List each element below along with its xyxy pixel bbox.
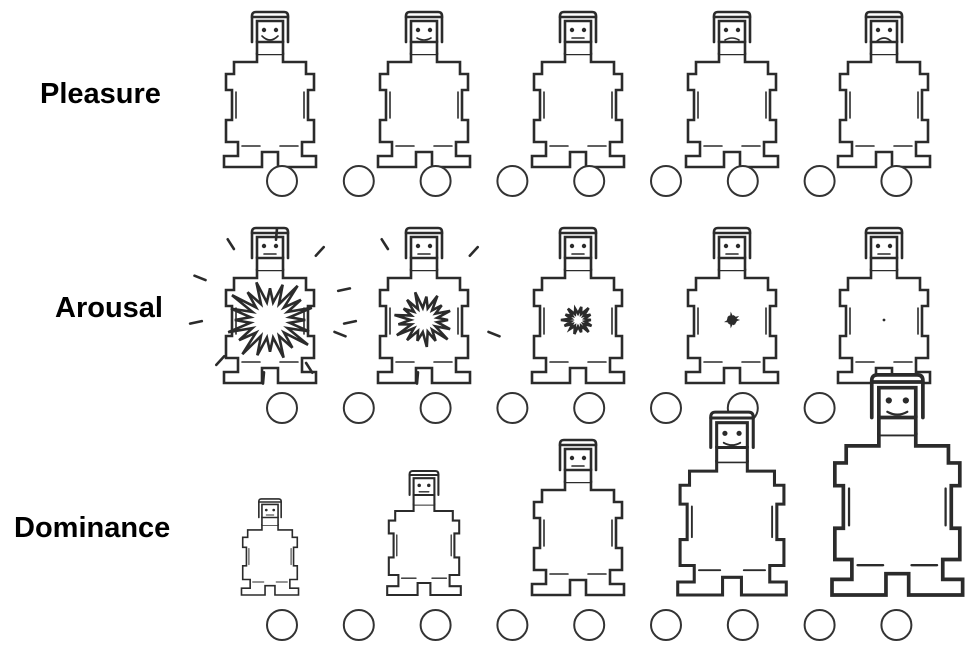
arousal-rating-option-5[interactable] [574, 393, 604, 423]
arousal-rating-option-1[interactable] [267, 393, 297, 423]
arousal-rating-option-2[interactable] [344, 393, 374, 423]
dominance-manikin-2 [387, 471, 461, 595]
pleasure-manikin-1 [224, 12, 316, 167]
dominance-rating-option-8[interactable] [805, 610, 835, 640]
dominance-manikin-1 [241, 499, 298, 595]
pleasure-manikin-2 [378, 12, 470, 167]
arousal-manikin-5 [838, 228, 930, 383]
dominance-manikin-3 [532, 440, 624, 595]
arousal-rating-option-6[interactable] [651, 393, 681, 423]
dominance-manikin-5 [832, 375, 963, 595]
pleasure-rating-option-6[interactable] [651, 166, 681, 196]
arousal-manikin-4 [686, 228, 778, 383]
pleasure-rating-option-7[interactable] [728, 166, 758, 196]
arousal-manikin-3 [532, 228, 624, 383]
pleasure-rating-option-8[interactable] [805, 166, 835, 196]
pleasure-manikin-5 [838, 12, 930, 167]
pleasure-rating-option-9[interactable] [881, 166, 911, 196]
dominance-rating-option-5[interactable] [574, 610, 604, 640]
arousal-manikin-2 [344, 228, 499, 384]
arousal-manikin-1 [190, 228, 350, 384]
dominance-rating-option-7[interactable] [728, 610, 758, 640]
dominance-rating-option-3[interactable] [421, 610, 451, 640]
pleasure-rating-option-3[interactable] [421, 166, 451, 196]
pleasure-manikin-4 [686, 12, 778, 167]
pleasure-manikin-3 [532, 12, 624, 167]
dominance-rating-option-4[interactable] [497, 610, 527, 640]
pleasure-rating-option-1[interactable] [267, 166, 297, 196]
pleasure-rating-option-2[interactable] [344, 166, 374, 196]
dominance-manikin-4 [678, 412, 787, 595]
arousal-rating-option-8[interactable] [805, 393, 835, 423]
dominance-rating-option-2[interactable] [344, 610, 374, 640]
dominance-rating-option-1[interactable] [267, 610, 297, 640]
dominance-rating-option-9[interactable] [881, 610, 911, 640]
pleasure-rating-option-5[interactable] [574, 166, 604, 196]
arousal-rating-option-4[interactable] [497, 393, 527, 423]
dominance-rating-option-6[interactable] [651, 610, 681, 640]
pleasure-rating-option-4[interactable] [497, 166, 527, 196]
arousal-rating-option-3[interactable] [421, 393, 451, 423]
